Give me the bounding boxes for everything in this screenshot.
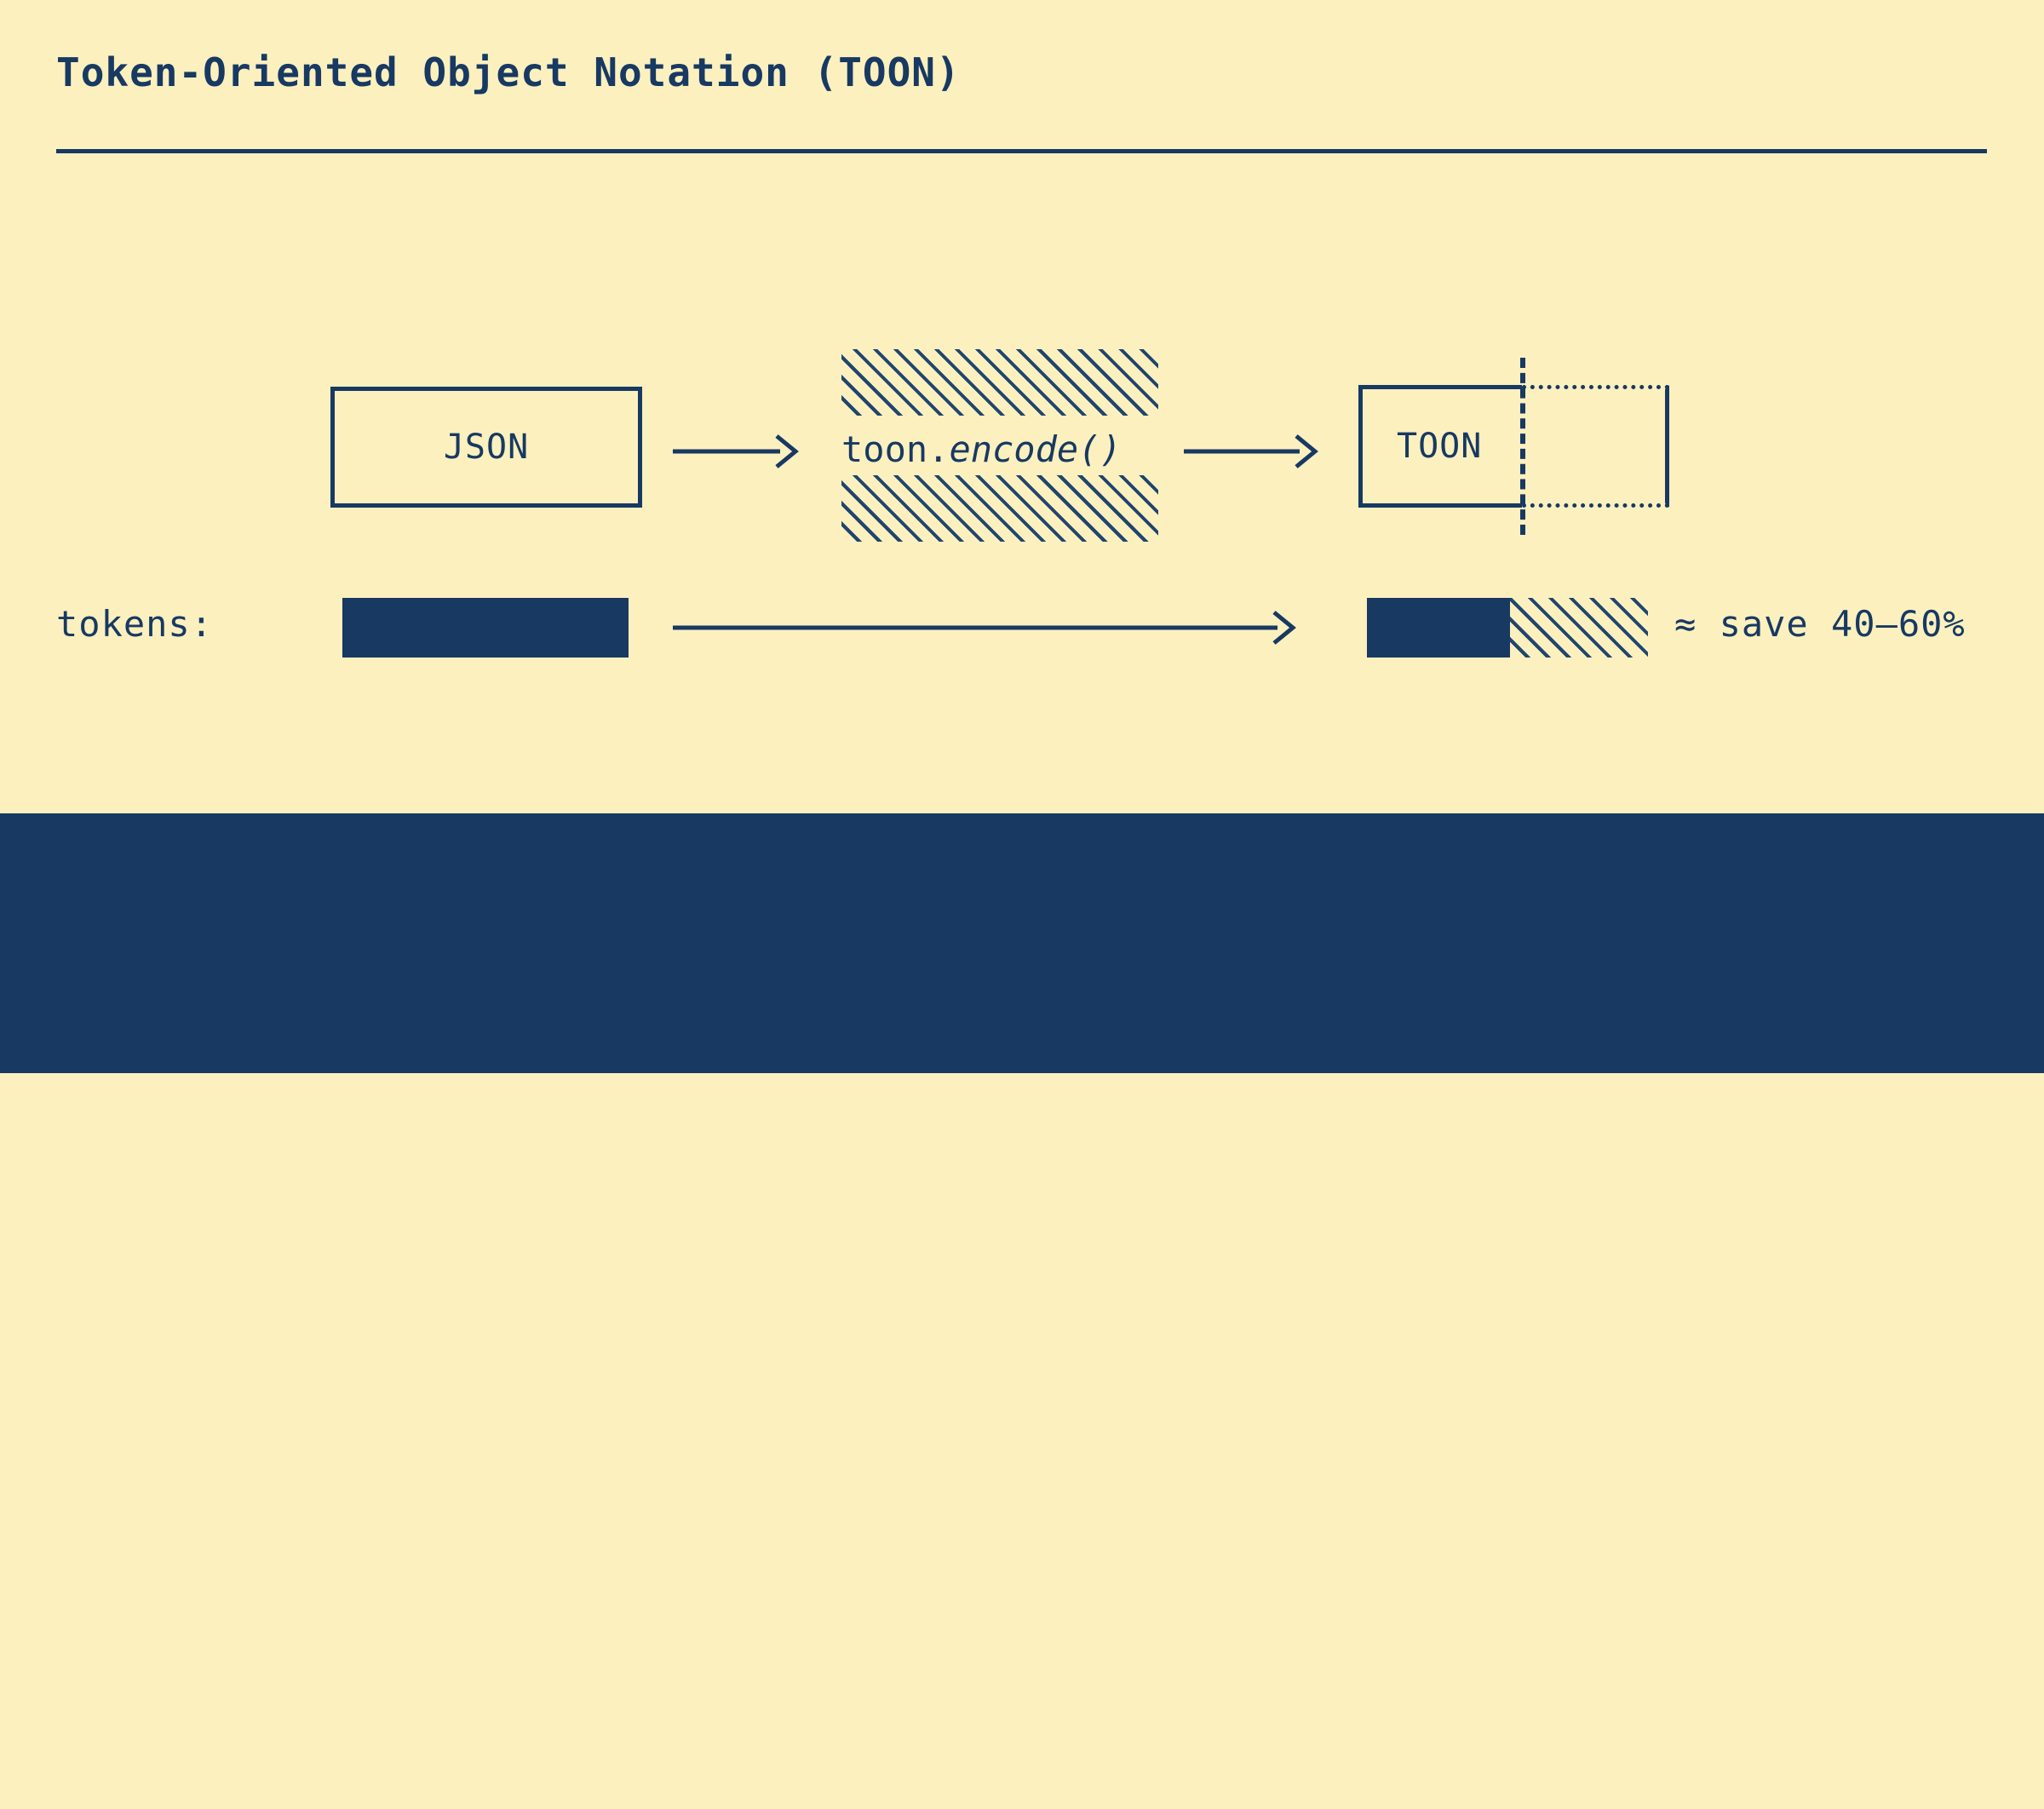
sample-format-toon: TOON: [320, 1767, 411, 1809]
sample-format-json: JSON: [320, 1697, 411, 1739]
json-box-label: JSON: [443, 428, 530, 467]
token-bar-json: [342, 598, 629, 658]
sample-arrow-json-icon: →: [433, 1697, 456, 1739]
encode-call-label: toon.encode(): [841, 424, 1158, 474]
json-source-box: JSON: [330, 387, 642, 508]
token-bar-toon-saved: [1510, 598, 1648, 658]
sample-panel: sample: JSON → { "tags": ["jazz", "chill…: [0, 813, 2044, 1809]
encode-hatch-top: [841, 349, 1158, 416]
page-title: Token-Oriented Object Notation (TOON): [56, 49, 961, 95]
toon-saved-space-box: [1522, 385, 1669, 508]
arrow-json-to-encode-icon: [673, 434, 799, 468]
tokens-row-label: tokens:: [56, 603, 214, 645]
encode-hatch-bottom: [841, 475, 1158, 542]
arrow-tokens-compare-icon: [673, 611, 1296, 645]
sample-code-json: { "tags": ["jazz", "chill", "lofi"] }: [499, 1697, 1328, 1739]
arrow-encode-to-toon-icon: [1184, 434, 1318, 468]
sample-arrow-toon-icon: →: [433, 1767, 456, 1809]
pipeline-diagram: JSON toon.encode() TOON: [0, 0, 2044, 813]
encode-prefix: toon.: [841, 428, 950, 470]
sample-row-toon: TOON → tags[3]: jazz,chill,lofi: [320, 1767, 1036, 1809]
token-bar-toon-used: [1367, 598, 1510, 658]
encode-call: encode(): [949, 428, 1122, 470]
title-divider: [56, 149, 1987, 153]
toon-box-label: TOON: [1397, 427, 1483, 466]
toon-target-box: TOON: [1358, 385, 1522, 508]
sample-code-toon: tags[3]: jazz,chill,lofi: [499, 1767, 1036, 1809]
sample-row-label: sample:: [56, 1697, 214, 1739]
sample-row-json: JSON → { "tags": ["jazz", "chill", "lofi…: [320, 1697, 1328, 1739]
savings-annotation: ≈ save 40–60%: [1674, 603, 1966, 645]
toon-box-divider: [1520, 358, 1525, 535]
